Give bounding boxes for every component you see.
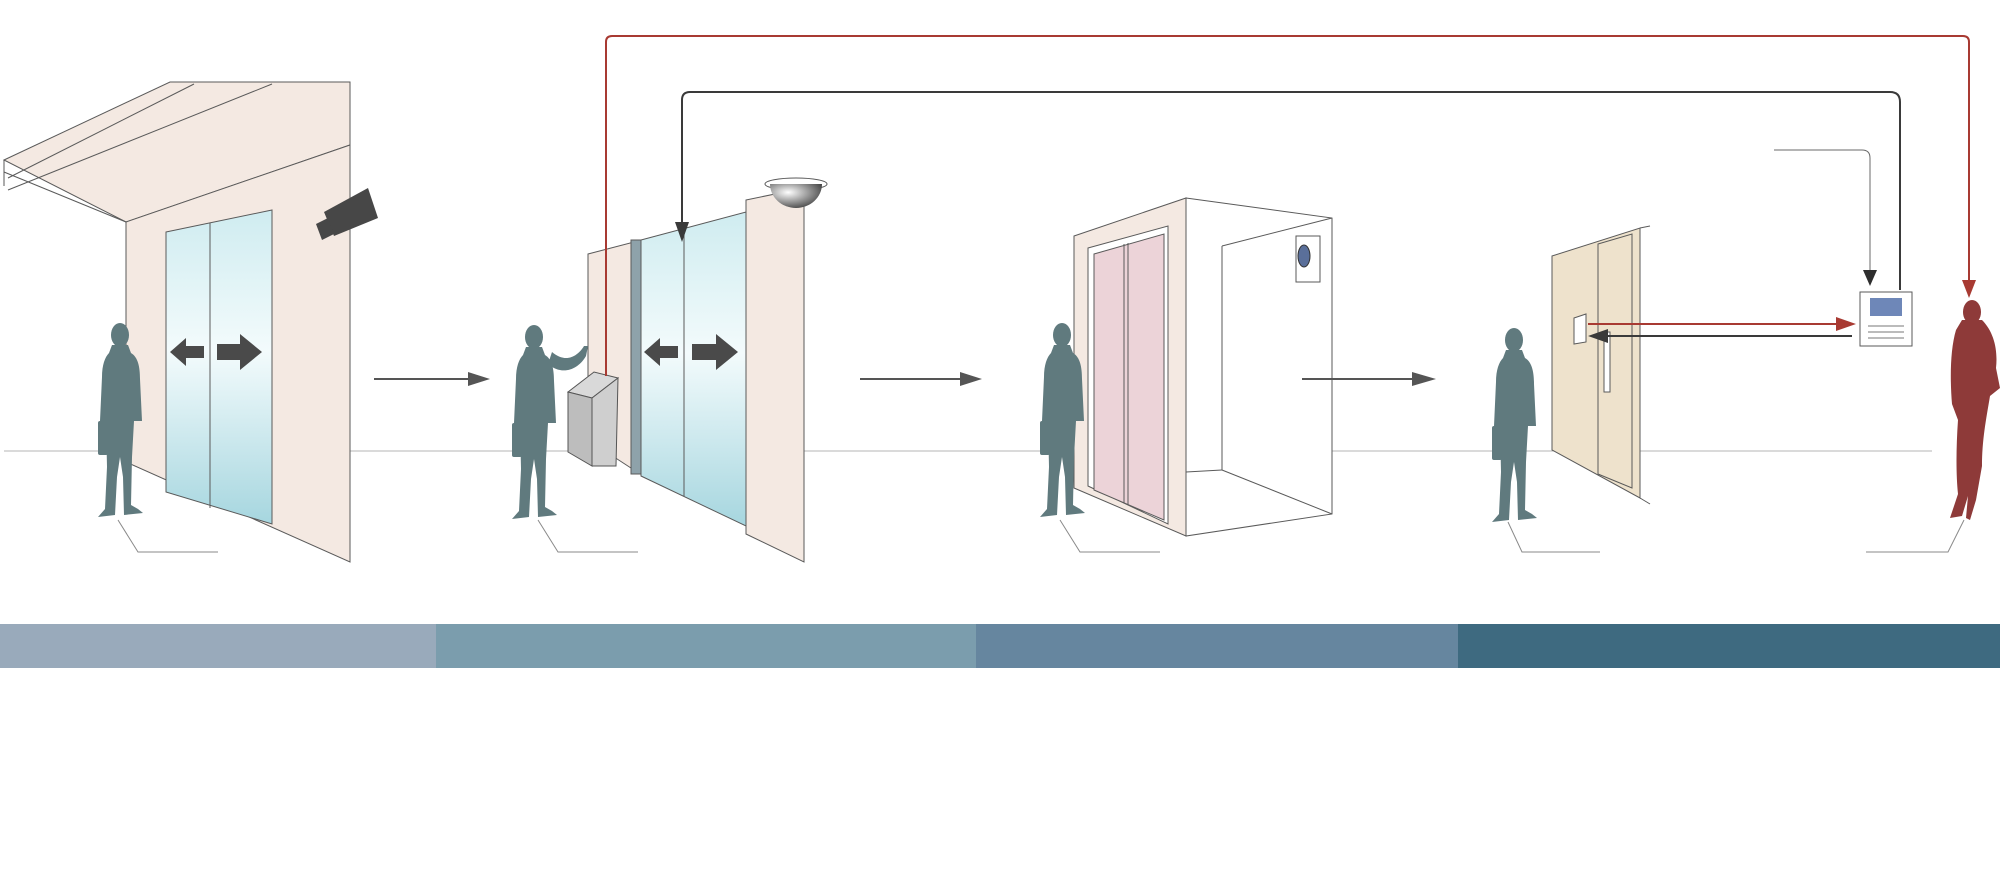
card-reader-icon — [1295, 235, 1321, 283]
person-icon — [1492, 328, 1537, 522]
callout-leader — [117, 519, 218, 553]
elevator-scene — [1040, 197, 1333, 553]
arrow-right-icon — [1836, 317, 1856, 331]
callout-leader — [1507, 521, 1600, 553]
elevator-door — [1093, 233, 1165, 521]
dome-camera-icon — [764, 177, 828, 208]
arrow-right-icon — [374, 372, 490, 386]
lobby-scene — [512, 177, 828, 563]
stage-apartment — [1458, 624, 2000, 668]
arrow-down-icon — [675, 222, 689, 242]
card-reader-icon — [1573, 313, 1587, 345]
lobby-glass-door — [640, 211, 747, 527]
door-frame — [630, 239, 642, 475]
apartment-door — [1597, 233, 1633, 489]
person-icon — [512, 325, 557, 519]
arrow-left-icon — [1588, 329, 1608, 343]
call-panel-icon — [566, 371, 620, 467]
lobby-wall-right — [745, 187, 805, 563]
camera-icon — [316, 188, 378, 240]
entrance-scene — [2, 81, 378, 563]
callout-leader — [1059, 519, 1160, 553]
stage-lobby — [436, 624, 976, 668]
arrow-down-icon — [1962, 280, 1976, 298]
entrance-canopy — [2, 81, 351, 223]
apartment-scene — [1492, 225, 1651, 553]
entrance-glass-door — [165, 209, 273, 525]
callout-leader — [537, 519, 638, 553]
resident-scene — [1859, 291, 2000, 553]
stage-color-bar — [0, 624, 2000, 668]
unlock-signal-line — [681, 91, 1901, 290]
door-open-arrows — [644, 334, 738, 370]
arrow-right-icon — [1302, 372, 1436, 386]
door-open-arrows — [170, 334, 262, 370]
resident-person-icon — [1950, 300, 2000, 520]
callout-leader — [1866, 519, 1965, 553]
arrow-right-icon — [860, 372, 982, 386]
stage-entrance — [0, 624, 436, 668]
video-monitor-icon — [1859, 291, 1913, 347]
monitor-callout-line — [1774, 149, 1871, 270]
call-signal-line — [605, 35, 1970, 376]
stage-elevator — [976, 624, 1458, 668]
person-arm-pressing — [548, 346, 588, 371]
arrow-down-icon — [1863, 270, 1877, 286]
